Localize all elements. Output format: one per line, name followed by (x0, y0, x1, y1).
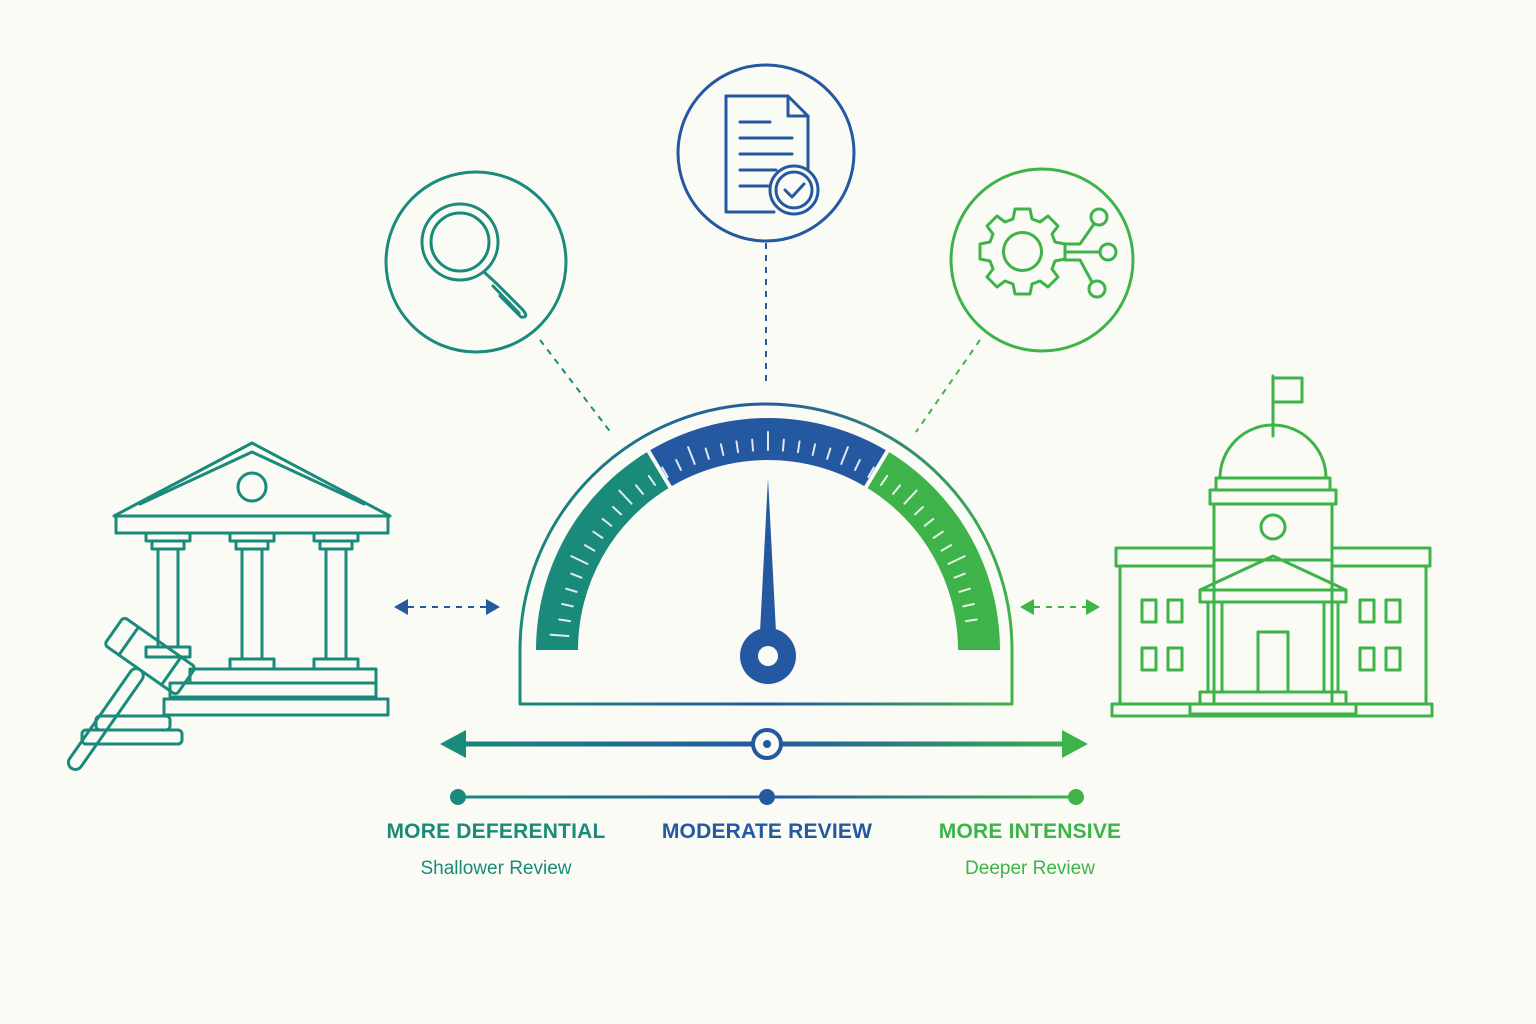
gauge-tick (570, 572, 583, 579)
label-shallower-review: Shallower Review (420, 858, 572, 879)
government-building-icon (1110, 374, 1434, 718)
gauge-band-separator (863, 449, 890, 490)
gauge-tick (735, 440, 740, 454)
document-check-circle (676, 63, 856, 243)
gauge-tick (811, 443, 817, 457)
gauge-tick (561, 602, 574, 608)
gauge-tick (962, 602, 975, 608)
connector-lines (539, 243, 981, 435)
scale-marker-right (1068, 789, 1084, 805)
gauge-tick (751, 438, 755, 452)
gear-network-circle (949, 167, 1135, 353)
gauge-band-separator (646, 449, 673, 490)
gauge-tick (879, 474, 889, 486)
gauge-tick (854, 459, 861, 471)
gauge-ticks (549, 431, 978, 638)
gauge-tick (932, 530, 944, 539)
left-double-arrow (394, 599, 500, 615)
scale-line (450, 789, 1084, 805)
gauge-bands (536, 418, 1000, 650)
gauge-tick (675, 459, 682, 471)
gauge-tick (867, 466, 875, 478)
courthouse-icon (112, 441, 392, 717)
gauge-tick (592, 530, 604, 539)
gauge-band-moderate (648, 418, 888, 488)
gauge-tick (558, 618, 572, 623)
gauge-band-deferential (536, 451, 671, 650)
gauge-tick (913, 505, 925, 516)
gauge-tick (796, 440, 801, 454)
gauge-tick (947, 555, 966, 565)
magnifying-glass-circle (384, 170, 568, 354)
gauge-tick (940, 544, 953, 552)
label-more-intensive: MORE INTENSIVE (938, 820, 1122, 843)
gavel-icon (66, 616, 196, 771)
gear-network-icon (978, 207, 1118, 299)
gauge-needle (740, 478, 796, 684)
gauge-tick (892, 484, 901, 495)
right-double-arrow (1020, 599, 1100, 615)
gauge-tick (549, 633, 570, 638)
gauge-tick (647, 474, 657, 486)
label-more-deferential: MORE DEFERENTIAL (386, 820, 606, 843)
gauge-tick (719, 443, 725, 457)
scale-marker-left (450, 789, 466, 805)
scale-marker-middle (759, 789, 775, 805)
gauge-tick (583, 544, 596, 552)
spectrum-arrow (440, 728, 1088, 760)
gauge-band-intensive (865, 451, 1000, 650)
gauge-tick (601, 517, 613, 527)
label-deeper-review: Deeper Review (965, 858, 1095, 879)
gauge-tick (611, 505, 623, 516)
document-check-icon (724, 94, 820, 216)
gauge-tick (704, 447, 710, 460)
gauge-tick (687, 446, 696, 465)
gauge-tick (953, 572, 966, 579)
gauge-tick (618, 489, 633, 505)
gauge-tick (781, 438, 785, 452)
gauge-tick (923, 517, 935, 527)
gauge-tick (826, 447, 832, 460)
gauge-tick (570, 555, 589, 565)
gauge-housing (518, 402, 1014, 706)
gauge-tick (565, 587, 578, 593)
gauge-tick (964, 618, 978, 623)
gauge-tick (661, 466, 669, 478)
magnifying-glass-icon (420, 202, 528, 319)
gauge-tick (958, 587, 971, 593)
gauge-tick (840, 446, 849, 465)
gauge-tick (635, 484, 644, 495)
gauge-tick (903, 489, 918, 505)
label-moderate-review: MODERATE REVIEW (661, 820, 873, 843)
